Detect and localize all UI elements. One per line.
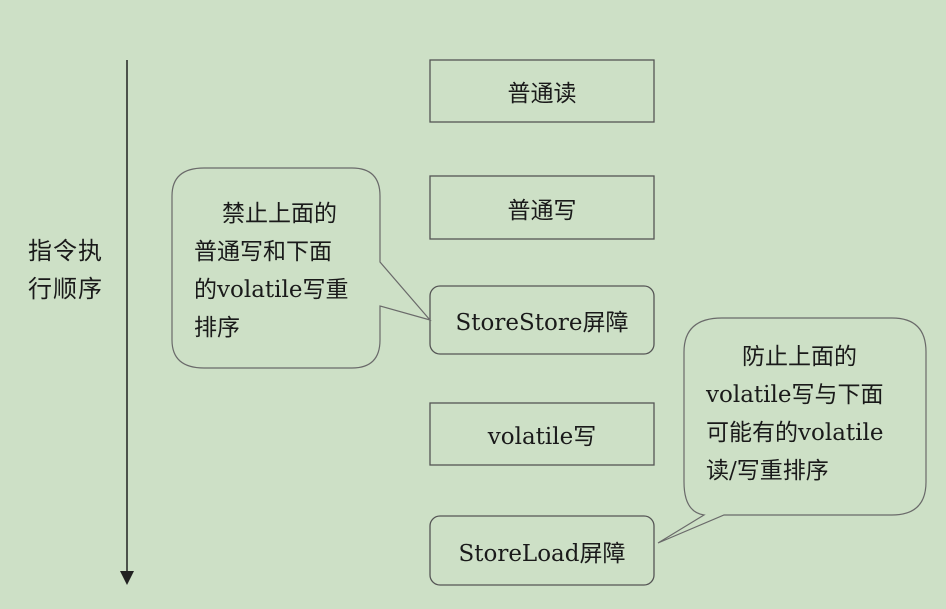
- right-callout-line: volatile写与下面: [706, 382, 884, 408]
- execution-order-label-line1: 指令执: [28, 237, 103, 265]
- right-callout-bubble: [657, 317, 927, 544]
- step-box-normal-write: [429, 175, 655, 240]
- step-box-volatile-write: [429, 402, 655, 466]
- right-callout-text: 防止上面的 volatile写与下面 可能有的volatile 读/写重排序: [706, 338, 924, 490]
- right-callout-line: 防止上面的: [742, 344, 857, 370]
- left-callout-line: 的volatile写重: [194, 277, 349, 303]
- step-label-normal-write: 普通写: [507, 197, 577, 224]
- left-callout-line: 禁止上面的: [222, 201, 337, 227]
- left-callout-line: 排序: [194, 315, 240, 341]
- execution-order-arrowhead: [120, 571, 134, 585]
- step-box-normal-read: [429, 59, 655, 123]
- left-callout-text: 禁止上面的 普通写和下面 的volatile写重 排序: [194, 195, 379, 347]
- execution-order-label: 指令执 行顺序: [28, 232, 118, 308]
- step-box-storeload-barrier: [429, 515, 655, 586]
- left-callout-line: 普通写和下面: [194, 239, 332, 265]
- right-callout-line: 读/写重排序: [706, 458, 829, 484]
- step-label-volatile-write: volatile写: [487, 424, 597, 450]
- step-label-normal-read: 普通读: [507, 81, 577, 107]
- right-callout-line: 可能有的volatile: [706, 420, 884, 446]
- step-label-storeload-barrier: StoreLoad屏障: [458, 540, 626, 567]
- step-label-storestore-barrier: StoreStore屏障: [455, 310, 629, 336]
- execution-order-label-line2: 行顺序: [28, 275, 103, 303]
- left-callout-bubble: [171, 167, 432, 369]
